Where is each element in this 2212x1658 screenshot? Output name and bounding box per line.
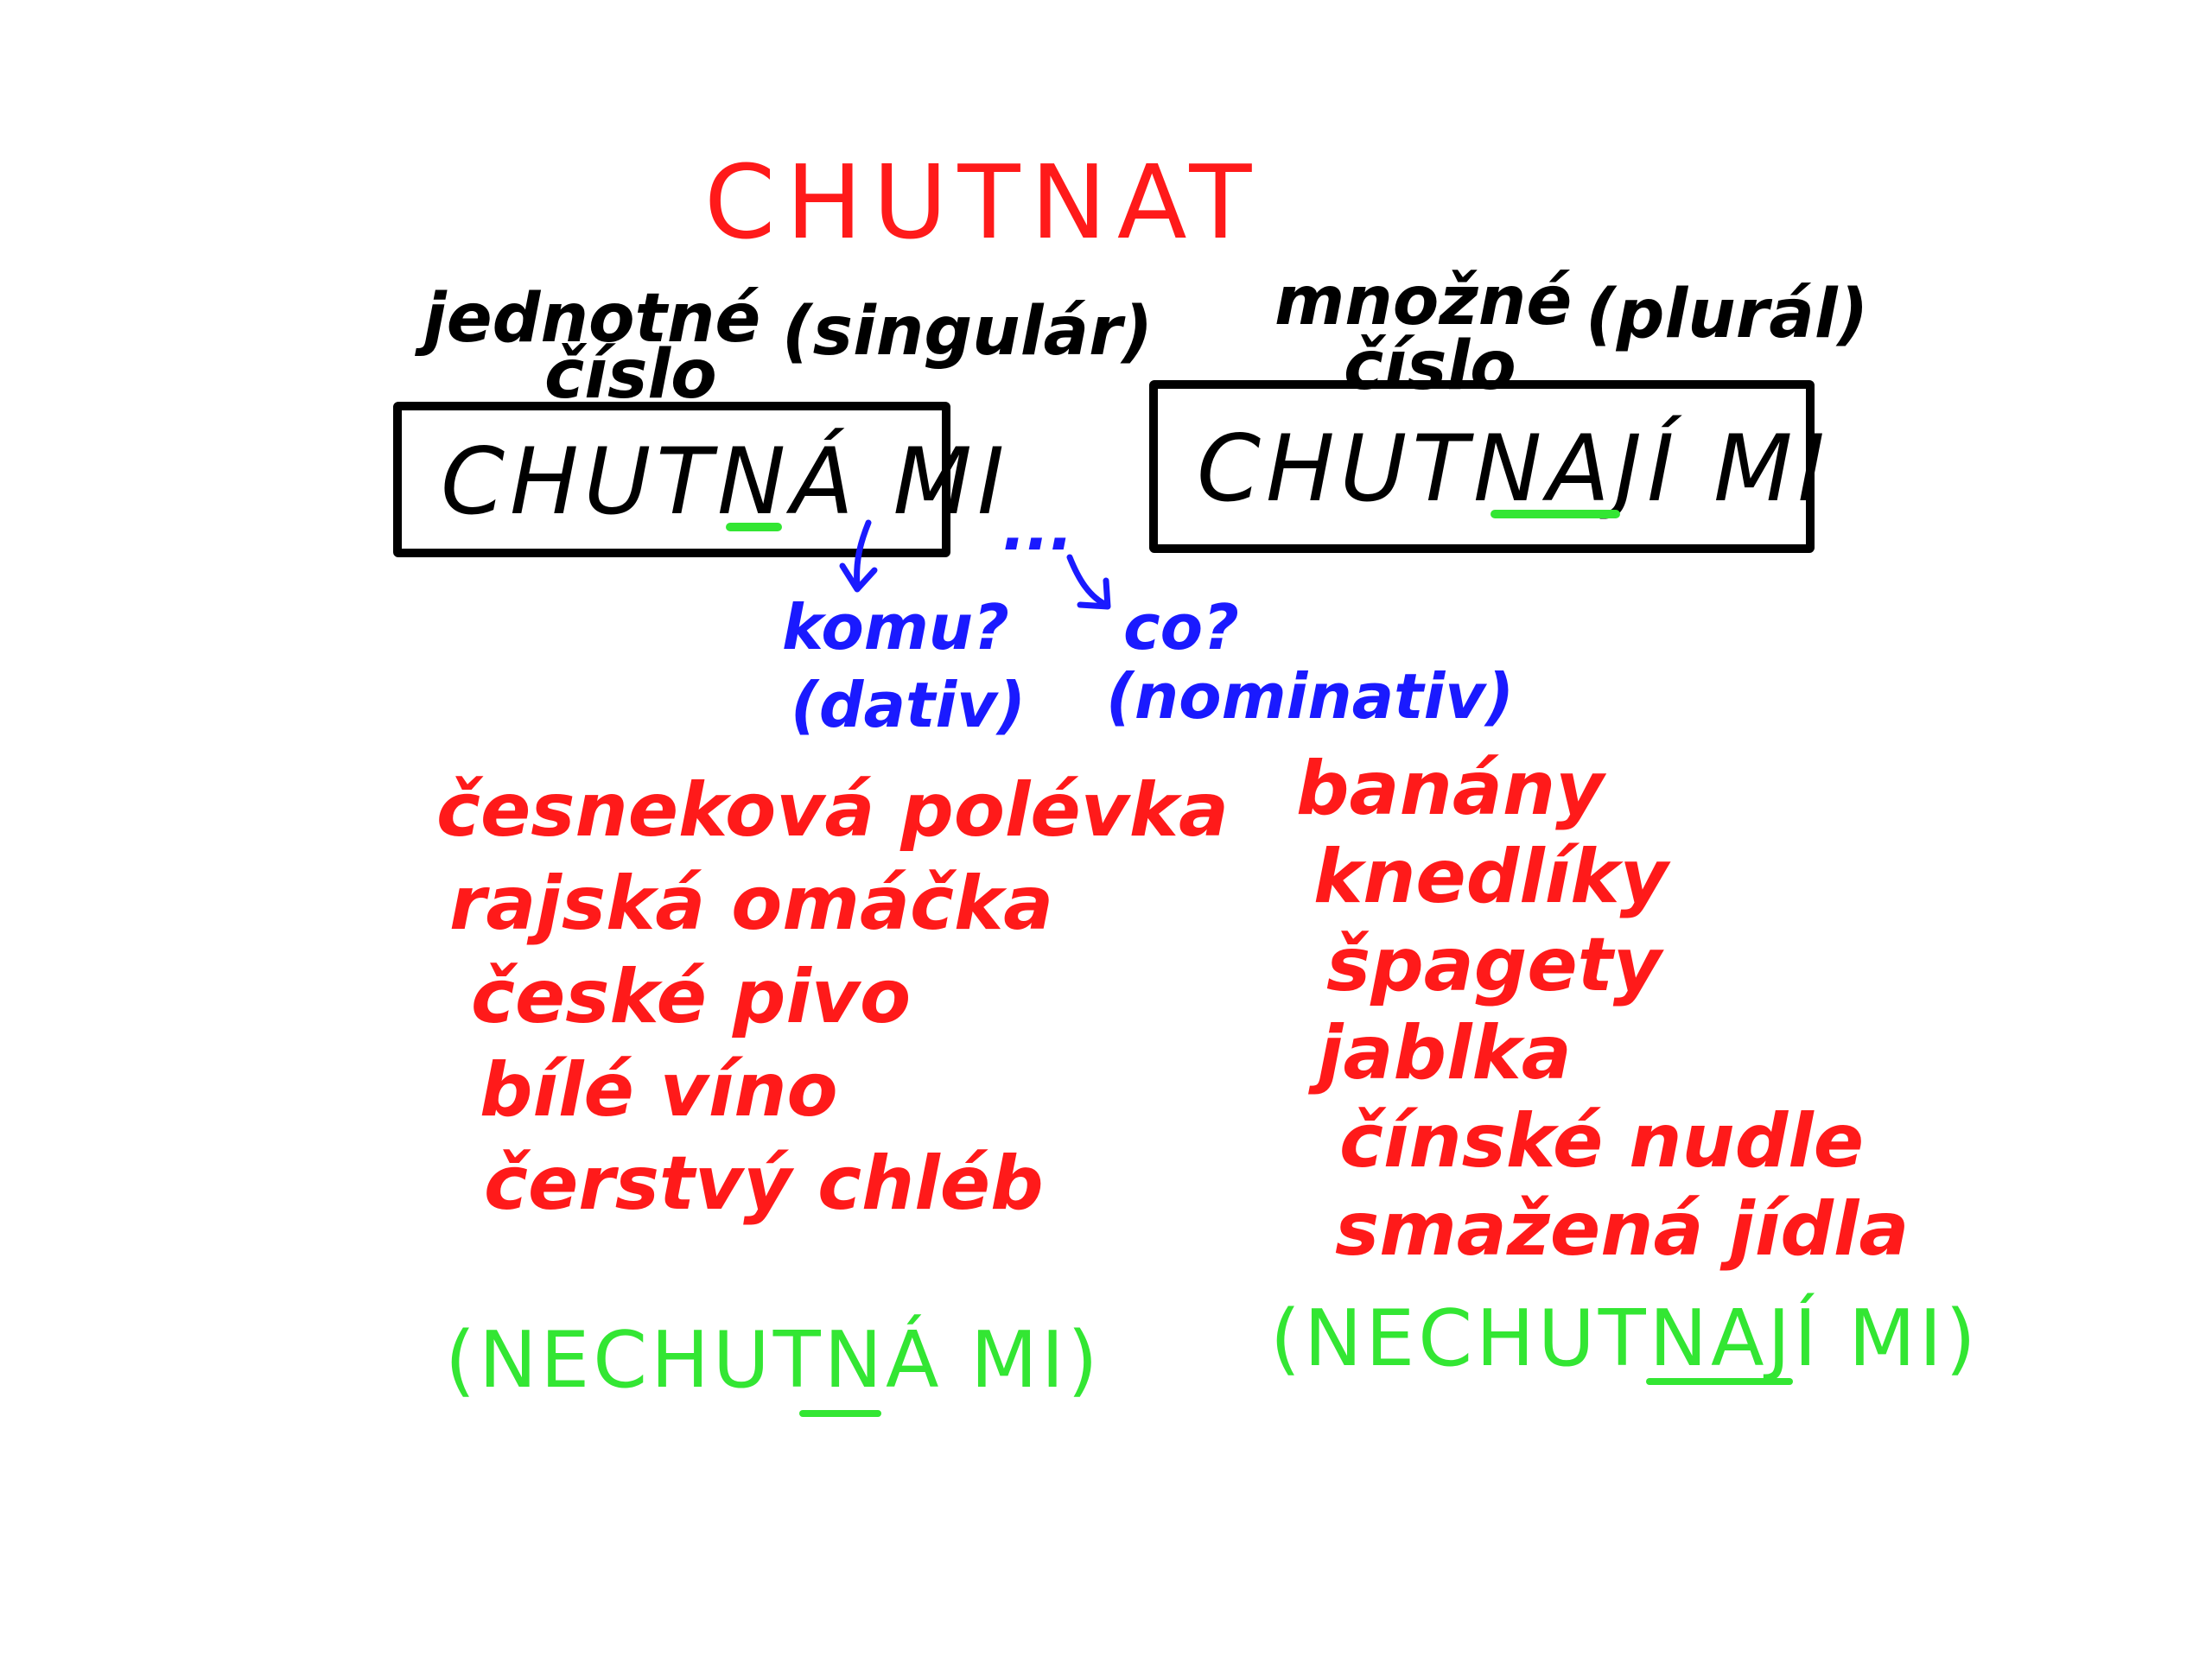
list-item: rajská omáčka xyxy=(449,861,1054,947)
plural-negative: (NECHUTNAJÍ MI) xyxy=(1270,1293,1980,1384)
singular-examples: česneková polévka rajská omáčka české pi… xyxy=(436,773,1229,1240)
plural-examples: banány knedlíky špagety jablka čínské nu… xyxy=(1296,752,1909,1280)
singular-negative-underline xyxy=(799,1410,881,1417)
dative-case: (dativ) xyxy=(791,669,1026,741)
singular-negative: (NECHUTNÁ MI) xyxy=(445,1315,1102,1406)
plural-label-line2: číslo xyxy=(1344,327,1516,405)
singular-phrase-box xyxy=(393,402,950,557)
list-item: bílé víno xyxy=(480,1047,838,1134)
singular-phrase: CHUTNÁ MI xyxy=(441,429,1010,535)
arrow-down-icon xyxy=(839,519,878,593)
singular-label-line2: číslo xyxy=(544,336,717,414)
singular-label-latin: (singulár) xyxy=(782,293,1154,371)
arrow-down-right-icon xyxy=(1066,554,1111,610)
plural-ending-underline xyxy=(1491,510,1620,518)
ellipsis: ... xyxy=(1002,492,1074,564)
list-item: čerstvý chléb xyxy=(484,1140,1044,1227)
list-item: smažená jídla xyxy=(1335,1186,1910,1273)
nominative-case: (nominativ) xyxy=(1106,660,1515,733)
singular-ending-underline xyxy=(726,523,782,531)
list-item: knedlíky xyxy=(1313,834,1669,920)
list-item: čínské nudle xyxy=(1339,1098,1865,1185)
plural-phrase-box xyxy=(1149,380,1815,553)
page-title: CHUTNAT xyxy=(704,143,1262,262)
plural-label-latin: (plurál) xyxy=(1586,276,1869,353)
nominative-question: co? xyxy=(1123,591,1239,664)
list-item: špagety xyxy=(1326,922,1662,1008)
singular-label-line1: jednotné xyxy=(423,280,761,358)
plural-phrase: CHUTNAJÍ MI xyxy=(1197,416,1830,522)
dative-question: komu? xyxy=(782,591,1009,664)
list-item: české pivo xyxy=(471,954,912,1040)
plural-negative-underline xyxy=(1646,1378,1793,1385)
list-item: česneková polévka xyxy=(436,767,1230,854)
list-item: jablka xyxy=(1318,1010,1572,1096)
list-item: banány xyxy=(1296,746,1605,832)
plural-label-line1: množné xyxy=(1274,263,1573,340)
